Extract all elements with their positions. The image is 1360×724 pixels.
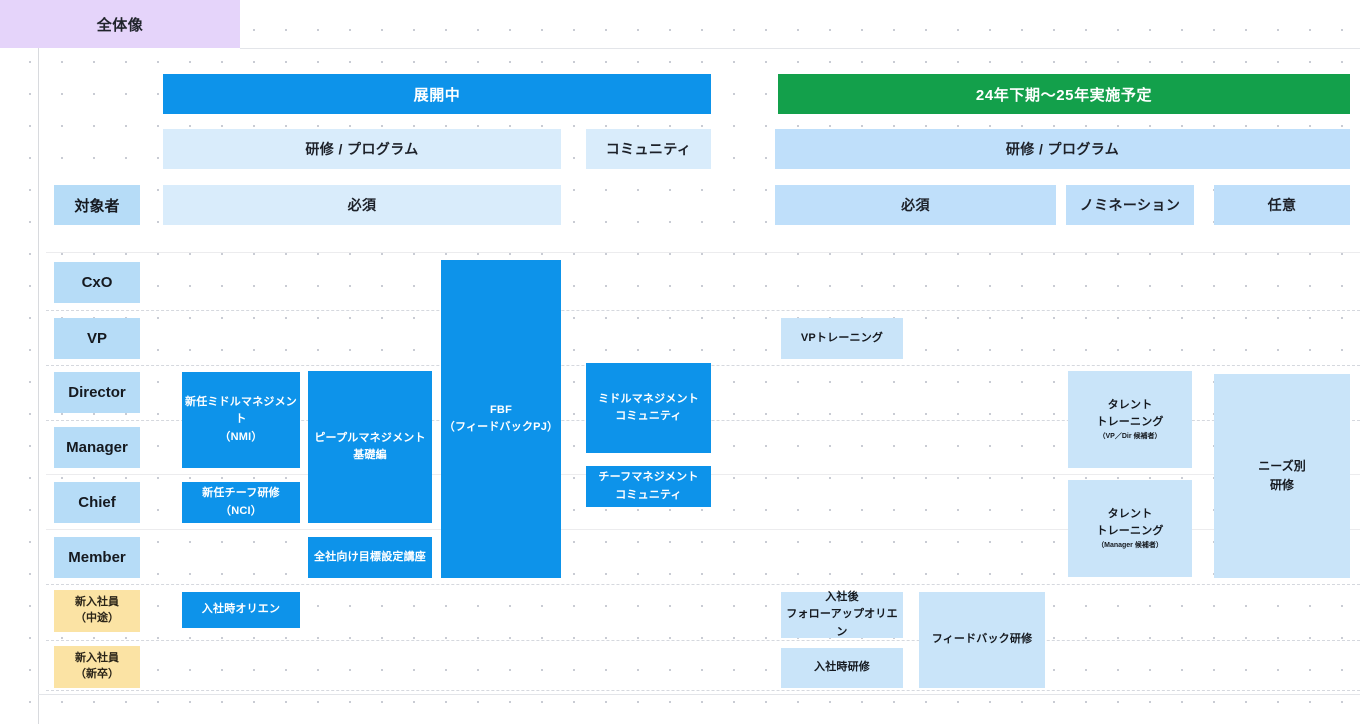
- role-label-cxo-text: CxO: [81, 274, 113, 291]
- frame-bottom-horizontal-line: [38, 694, 1360, 695]
- role-label-cxo[interactable]: CxO: [54, 262, 140, 303]
- category-current-community[interactable]: コミュニティ: [586, 129, 711, 169]
- status-bar-current[interactable]: 展開中: [163, 74, 711, 114]
- program-box-needs-based-training-line1: ニーズ別: [1258, 459, 1306, 474]
- program-box-needs-based-training-line2: 研修: [1269, 478, 1294, 492]
- audience-current-required[interactable]: 必須: [163, 185, 561, 225]
- program-box-talent-training-manager-sub: （Manager 候補者）: [1097, 541, 1163, 549]
- program-box-chief-management-community-line1: チーフマネジメント: [598, 471, 699, 484]
- program-box-people-management-line2: 基礎編: [353, 449, 387, 461]
- program-box-vp-training[interactable]: VPトレーニング: [781, 318, 903, 359]
- program-box-goal-setting-line1: 全社向け目標設定講座: [314, 550, 426, 563]
- audience-planned-optional-label: 任意: [1267, 197, 1297, 213]
- role-label-new-graduate-line1: 新入社員: [75, 652, 119, 665]
- program-box-needs-based-training[interactable]: ニーズ別 研修: [1214, 374, 1350, 578]
- status-bar-planned[interactable]: 24年下期〜25年実施予定: [778, 74, 1350, 114]
- program-box-people-management-line1: ピープルマネジメント: [314, 431, 426, 444]
- program-box-nmi[interactable]: 新任ミドルマネジメント （NMI）: [182, 372, 300, 468]
- role-label-new-midcareer-line2: （中途）: [75, 612, 119, 624]
- program-box-talent-training-manager-line2: トレーニング: [1096, 524, 1164, 537]
- role-label-member-text: Member: [68, 549, 126, 566]
- status-bar-current-label: 展開中: [413, 86, 461, 104]
- category-planned-training-label: 研修 / プログラム: [1005, 141, 1120, 157]
- frame-top-horizontal-line: [240, 48, 1360, 49]
- program-box-fbf-line1: FBF: [490, 403, 512, 416]
- audience-planned-nomination[interactable]: ノミネーション: [1066, 185, 1194, 225]
- program-box-feedback-training-line1: フィードバック研修: [931, 633, 1033, 646]
- program-box-talent-training-vp-line1: タレント: [1107, 398, 1153, 411]
- page-title-chip: 全体像: [0, 0, 240, 48]
- program-box-nci[interactable]: 新任チーフ研修 （NCI）: [182, 482, 300, 523]
- row-divider-member-newmid: [46, 584, 1360, 585]
- role-label-new-midcareer-line1: 新入社員: [75, 596, 119, 609]
- audience-current-required-label: 必須: [347, 197, 377, 213]
- role-label-new-graduate-line2: （新卒）: [75, 668, 119, 680]
- role-label-director-text: Director: [68, 384, 126, 401]
- program-box-chief-management-community-line2: コミュニティ: [615, 488, 682, 501]
- program-box-middle-management-community[interactable]: ミドルマネジメント コミュニティ: [586, 363, 711, 453]
- role-label-manager[interactable]: Manager: [54, 427, 140, 468]
- role-label-member[interactable]: Member: [54, 537, 140, 578]
- program-box-fbf[interactable]: FBF （フィードバックPJ）: [441, 260, 561, 578]
- program-box-talent-training-vp[interactable]: タレント トレーニング （VP／Dir 候補者）: [1068, 371, 1192, 468]
- program-box-feedback-training[interactable]: フィードバック研修: [919, 592, 1045, 688]
- row-divider-newmid-newgrad: [46, 640, 1360, 641]
- program-box-orientation-line1: 入社時オリエン: [201, 603, 281, 616]
- program-box-nmi-line2: （NMI）: [219, 430, 263, 443]
- role-label-chief[interactable]: Chief: [54, 482, 140, 523]
- row-divider-bottom: [46, 690, 1360, 691]
- audience-planned-nomination-label: ノミネーション: [1079, 197, 1181, 213]
- program-box-chief-management-community[interactable]: チーフマネジメント コミュニティ: [586, 466, 711, 507]
- category-planned-training[interactable]: 研修 / プログラム: [775, 129, 1350, 169]
- audience-planned-required[interactable]: 必須: [775, 185, 1056, 225]
- category-current-training[interactable]: 研修 / プログラム: [163, 129, 561, 169]
- role-label-chief-text: Chief: [78, 494, 116, 511]
- program-box-talent-training-vp-sub: （VP／Dir 候補者）: [1098, 432, 1162, 440]
- role-label-vp[interactable]: VP: [54, 318, 140, 359]
- program-box-vp-training-line1: VPトレーニング: [800, 331, 884, 344]
- program-box-follow-up-orientation-line2: フォローアップオリエン: [786, 608, 898, 638]
- axis-header-audience-label: 対象者: [74, 197, 120, 215]
- program-box-nmi-line1: 新任ミドルマネジメント: [185, 396, 297, 426]
- axis-header-audience: 対象者: [54, 185, 140, 225]
- program-box-talent-training-manager-line1: タレント: [1107, 507, 1153, 520]
- role-label-vp-text: VP: [86, 330, 107, 347]
- program-box-follow-up-orientation[interactable]: 入社後 フォローアップオリエン: [781, 591, 903, 638]
- row-divider-cxo-vp: [46, 310, 1360, 311]
- role-label-new-employee-graduate[interactable]: 新入社員 （新卒）: [54, 646, 140, 688]
- category-current-training-label: 研修 / プログラム: [305, 141, 419, 157]
- program-box-talent-training-vp-line2: トレーニング: [1096, 415, 1164, 428]
- program-box-nci-line1: 新任チーフ研修: [202, 487, 280, 500]
- program-box-people-management[interactable]: ピープルマネジメント 基礎編: [308, 371, 432, 523]
- program-box-follow-up-orientation-line1: 入社後: [825, 591, 859, 604]
- grid-top-border: [46, 252, 1360, 253]
- program-box-middle-management-community-line1: ミドルマネジメント: [598, 392, 699, 405]
- frame-left-vertical-line: [38, 48, 39, 724]
- audience-planned-required-label: 必須: [901, 197, 930, 213]
- program-box-onboarding-training-line1: 入社時研修: [814, 661, 870, 674]
- program-box-middle-management-community-line2: コミュニティ: [615, 410, 682, 422]
- audience-planned-optional[interactable]: 任意: [1214, 185, 1350, 225]
- role-label-director[interactable]: Director: [54, 372, 140, 413]
- page-title: 全体像: [96, 16, 144, 34]
- program-box-talent-training-manager[interactable]: タレント トレーニング （Manager 候補者）: [1068, 480, 1192, 577]
- role-label-manager-text: Manager: [66, 439, 128, 456]
- row-divider-chief-member: [46, 529, 1360, 530]
- program-box-onboarding-training[interactable]: 入社時研修: [781, 648, 903, 688]
- role-label-new-employee-midcareer[interactable]: 新入社員 （中途）: [54, 590, 140, 632]
- program-box-nci-line2: （NCI）: [220, 504, 262, 517]
- program-box-orientation[interactable]: 入社時オリエン: [182, 592, 300, 628]
- status-bar-planned-label: 24年下期〜25年実施予定: [975, 86, 1153, 104]
- program-box-goal-setting[interactable]: 全社向け目標設定講座: [308, 537, 432, 578]
- category-current-community-label: コミュニティ: [605, 141, 692, 157]
- program-box-fbf-line2: （フィードバックPJ）: [443, 421, 559, 433]
